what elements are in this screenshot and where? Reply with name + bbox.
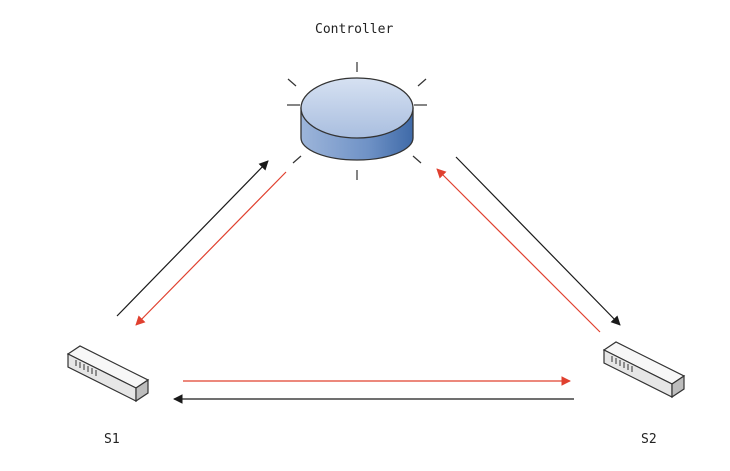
controller-icon — [287, 62, 427, 180]
switch-s1-icon — [66, 345, 150, 403]
arrow-s2-to-controller — [436, 168, 601, 333]
arrow-controller-to-s2 — [455, 156, 621, 326]
arrow-s1-to-controller — [116, 160, 269, 317]
s1-label: S1 — [104, 432, 120, 447]
switch-s2-icon — [602, 341, 686, 399]
controller-label: Controller — [315, 22, 394, 37]
s2-label: S2 — [641, 432, 657, 447]
arrow-controller-to-s1 — [135, 171, 287, 326]
